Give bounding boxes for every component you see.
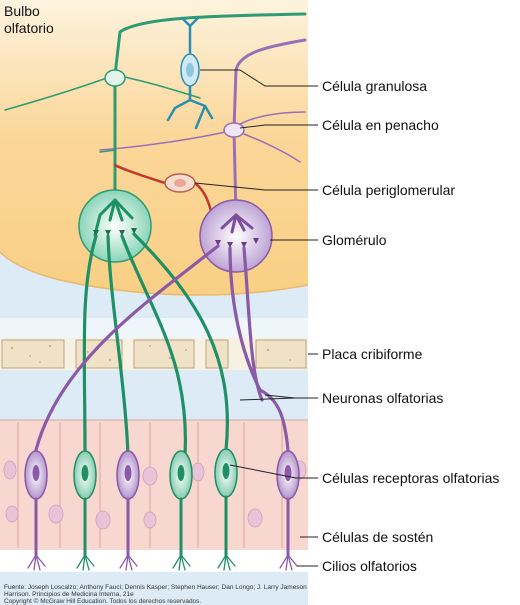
credit-source: Fuente: Joseph Loscalzo; Anthony Fauci; … bbox=[4, 584, 307, 591]
glomerulus-purple-terminals bbox=[220, 213, 254, 234]
mucus-layer bbox=[0, 550, 308, 572]
olfactory-cilia bbox=[27, 554, 298, 571]
mucosa-band bbox=[0, 318, 308, 338]
mitral-cell-body bbox=[104, 69, 126, 87]
cribriform-plate bbox=[0, 338, 308, 370]
label-granulosa: Célula granulosa bbox=[322, 78, 427, 94]
bulb-title-line2: olfatorio bbox=[4, 20, 54, 36]
green-olfactory-axons bbox=[82, 232, 229, 457]
glomerulus-synapse-marks bbox=[93, 228, 137, 236]
bulb-edge bbox=[0, 251, 309, 296]
credit-book: Harrison. Principios de Medicina Interna… bbox=[4, 591, 134, 598]
bulb-title-line1: Bulbo bbox=[4, 3, 40, 19]
label-glomerulo: Glomérulo bbox=[322, 232, 387, 248]
label-cilios: Cilios olfatorios bbox=[322, 558, 417, 574]
label-penacho: Célula en penacho bbox=[322, 117, 439, 133]
label-sosten: Células de sostén bbox=[322, 529, 433, 545]
glomerulus-green bbox=[78, 189, 152, 263]
leader-lines bbox=[194, 69, 318, 567]
credit-copyright: Copyright © McGraw Hill Education. Todos… bbox=[4, 598, 202, 605]
receptor-cells bbox=[24, 448, 300, 500]
epithelium bbox=[0, 420, 308, 550]
glomerulus-green-terminals bbox=[93, 198, 134, 237]
label-neuronas: Neuronas olfatorias bbox=[322, 390, 443, 406]
purple-olfactory-axons bbox=[34, 244, 290, 452]
periglomerular-cell-nucleus bbox=[174, 179, 186, 187]
receptor-dendrites bbox=[34, 495, 290, 557]
label-periglomerular: Célula periglomerular bbox=[322, 182, 455, 198]
glomerulus-purple-synapse-marks bbox=[215, 238, 259, 248]
label-receptoras: Células receptoras olfatorias bbox=[322, 470, 499, 486]
glomerulus-purple bbox=[199, 199, 273, 273]
supporting-cell-nuclei bbox=[3, 460, 307, 530]
granule-cell bbox=[166, 16, 214, 130]
tufted-cell-body bbox=[223, 122, 245, 138]
granule-cell-nucleus bbox=[186, 63, 194, 77]
label-placa: Placa cribiforme bbox=[322, 346, 423, 362]
